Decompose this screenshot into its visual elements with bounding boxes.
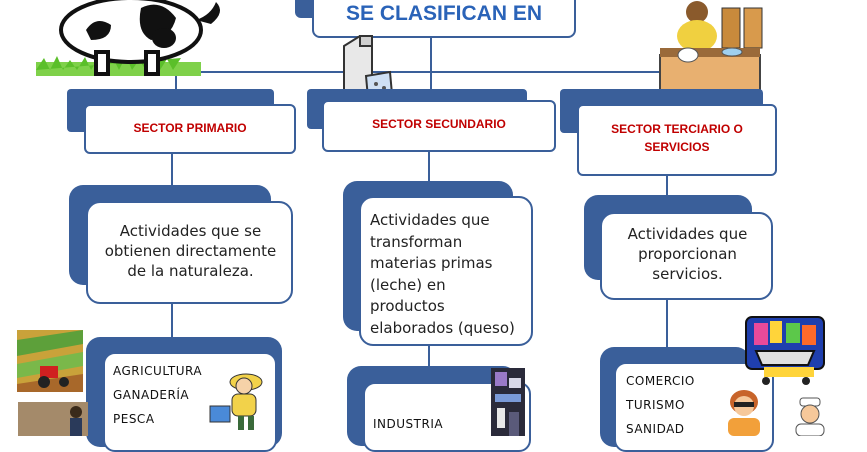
nurse-icon <box>795 397 825 436</box>
header-box: SE CLASIFICAN EN <box>312 0 576 38</box>
primario-list-box: AGRICULTURA GANADERÍA PESCA <box>103 352 277 452</box>
list-item: AGRICULTURA <box>113 364 203 378</box>
secundario-description: Actividades que transforman materias pri… <box>370 211 515 337</box>
tourist-icon <box>728 390 760 436</box>
secundario-desc-box: Actividades que transforman materias pri… <box>359 196 533 346</box>
list-item: PESCA <box>113 412 155 426</box>
factory-icon <box>491 368 525 436</box>
cow-icon <box>36 0 220 76</box>
page-title: SE CLASIFICAN EN <box>345 2 542 25</box>
secundario-connector-1 <box>428 152 430 182</box>
secundario-connector-2 <box>428 346 430 368</box>
terciario-connector-1 <box>666 176 668 198</box>
list-item: TURISMO <box>626 398 685 412</box>
sector-primario-box: SECTOR PRIMARIO <box>84 104 296 154</box>
branch-center <box>430 71 432 91</box>
list-item: GANADERÍA <box>113 388 190 402</box>
list-item: SANIDAD <box>626 422 685 436</box>
terciario-connector-2 <box>666 300 668 348</box>
sector-primario-label: SECTOR PRIMARIO <box>133 121 247 135</box>
header-connector <box>430 38 432 72</box>
primario-desc-box: Actividades que se obtienen directamente… <box>86 201 293 304</box>
terciario-description: Actividades que proporcionan servicios. <box>627 225 748 283</box>
fisher-icon <box>209 373 263 430</box>
primario-items: AGRICULTURA GANADERÍA PESCA <box>113 359 202 431</box>
list-item: INDUSTRIA <box>373 417 444 431</box>
shopping-cart-icon <box>745 316 825 385</box>
branch-left <box>175 71 177 91</box>
tractor-icon <box>38 366 69 388</box>
sector-secundario-label: SECTOR SECUNDARIO <box>372 117 506 131</box>
primario-connector-1 <box>171 154 173 186</box>
list-item: COMERCIO <box>626 374 695 388</box>
farmer-icon <box>18 402 88 436</box>
secundario-items: INDUSTRIA <box>373 412 443 436</box>
primario-connector-2 <box>171 304 173 338</box>
sector-secundario-box: SECTOR SECUNDARIO <box>322 100 556 152</box>
primario-description: Actividades que se obtienen directamente… <box>104 222 277 280</box>
terciario-items: COMERCIO TURISMO SANIDAD <box>626 369 695 441</box>
sector-terciario-box: SECTOR TERCIARIO O SERVICIOS <box>577 104 777 176</box>
terciario-desc-box: Actividades que proporcionan servicios. <box>600 212 773 300</box>
sector-terciario-label: SECTOR TERCIARIO O SERVICIOS <box>611 122 743 154</box>
